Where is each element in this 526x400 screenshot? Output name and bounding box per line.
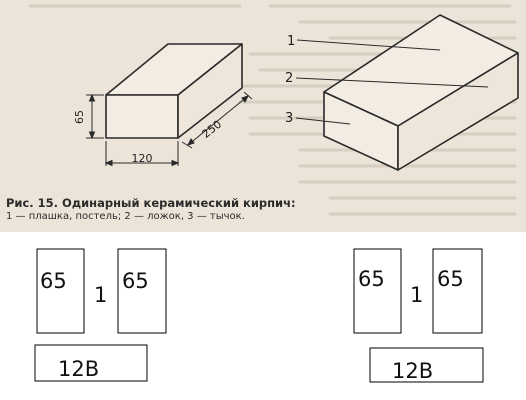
textbook-scan: 65 120 250 1 2 3 Рис. 15. Одинарный кера… bbox=[0, 0, 526, 232]
dimension-label-length: 250 bbox=[200, 118, 225, 141]
part-label-3: 3 bbox=[285, 111, 293, 126]
sketch-left-box-bottom bbox=[34, 344, 148, 382]
dimension-label-height: 65 bbox=[73, 110, 86, 124]
figure-caption-title: Рис. 15. Одинарный керамический кирпич: bbox=[6, 196, 296, 210]
right-brick bbox=[323, 14, 519, 171]
sketch-right: 65 1 65 12В bbox=[353, 248, 484, 383]
sketch-left-box-a-text: 65 bbox=[40, 269, 67, 293]
sketch-right-box-a bbox=[353, 248, 402, 334]
sketch-left-separator: 1 bbox=[94, 283, 107, 307]
sketch-left-box-b bbox=[117, 248, 167, 334]
leader-lines bbox=[295, 39, 489, 125]
sketch-right-box-a-text: 65 bbox=[358, 267, 385, 291]
sketch-right-bottom-text: 12В bbox=[392, 359, 433, 383]
sketch-left-bottom-text: 12В bbox=[58, 357, 99, 381]
left-brick bbox=[105, 43, 243, 139]
figure-caption-subtitle: 1 — плашка, постель; 2 — ложок, 3 — тычо… bbox=[6, 211, 245, 222]
part-label-2: 2 bbox=[285, 71, 293, 86]
sketch-right-separator: 1 bbox=[410, 283, 423, 307]
hand-drawn-sketch: 65 1 65 12В 65 1 65 12В bbox=[34, 248, 484, 383]
sketch-left-box-b-text: 65 bbox=[122, 269, 149, 293]
sketch-left-box-a bbox=[36, 248, 85, 334]
part-label-1: 1 bbox=[287, 34, 295, 49]
brick-figure: 65 120 250 1 2 3 bbox=[73, 14, 519, 171]
sketch-left: 65 1 65 12В bbox=[34, 248, 167, 382]
sketch-right-box-bottom bbox=[369, 347, 484, 383]
left-dimension-lines bbox=[86, 91, 253, 167]
dimension-label-width: 120 bbox=[132, 152, 153, 165]
sketch-right-box-b-text: 65 bbox=[437, 267, 464, 291]
sketch-right-box-b bbox=[432, 248, 483, 334]
